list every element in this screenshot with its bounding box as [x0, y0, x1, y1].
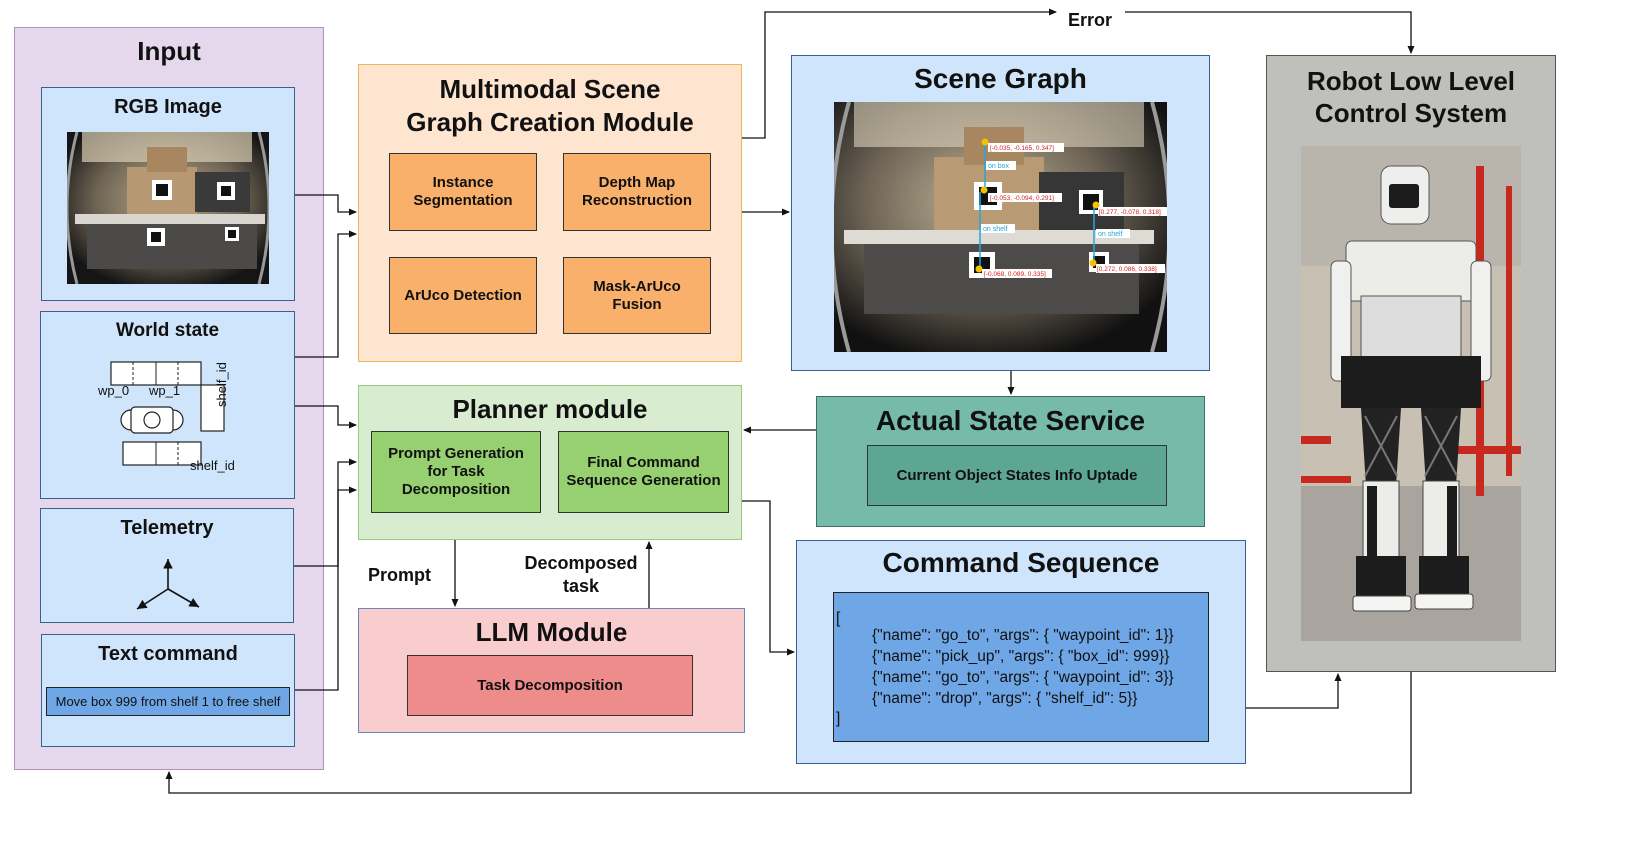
aruco-detection-block: ArUco Detection — [389, 257, 537, 334]
planner-title: Planner module — [452, 394, 648, 424]
text-command-title: Text command — [98, 643, 238, 665]
instance-segmentation-block: Instance Segmentation — [389, 153, 537, 231]
llm-title: LLM Module — [475, 617, 628, 647]
coord-label-2: [0.277, -0.078, 0.318] — [1099, 209, 1161, 216]
telemetry-title: Telemetry — [120, 517, 214, 539]
world-state-title: World state — [115, 320, 220, 341]
coord-label-1: [-0.053, -0.094, 0.291] — [990, 195, 1054, 202]
final-command-generation-block: Final Command Sequence Generation — [558, 431, 729, 513]
decomposed-task-edge-label: Decomposed task — [524, 553, 638, 596]
object-states-block: Current Object States Info Uptade — [867, 445, 1167, 506]
text-command-card: Text command Move box 999 from shelf 1 t… — [41, 634, 295, 747]
code-line: {"name": "drop", "args": { "shelf_id": 5… — [872, 690, 1138, 707]
input-title: Input — [137, 36, 201, 66]
relation-label-2: on shelf — [1098, 231, 1123, 238]
waypoint-0-label: wp_0 — [98, 383, 130, 398]
text-command-field[interactable]: Move box 999 from shelf 1 to free shelf — [46, 687, 290, 716]
relation-label-1: on shelf — [983, 226, 1008, 233]
code-line: ] — [836, 710, 841, 727]
shelf-id-horizontal-label: shelf_id — [190, 458, 235, 473]
depth-map-reconstruction-block: Depth Map Reconstruction — [563, 153, 711, 231]
coord-label-0: [-0.035, -0.165, 0.347] — [990, 145, 1054, 152]
scene-graph-creation-title: Multimodal Scene Graph Creation Module — [406, 74, 694, 137]
scene-graph-photo: [-0.035, -0.165, 0.347] [-0.053, -0.094,… — [834, 102, 1167, 352]
scene-graph-title: Scene Graph — [914, 63, 1087, 94]
command-sequence-code: [ {"name": "go_to", "args": { "waypoint_… — [833, 592, 1209, 742]
code-line: {"name": "go_to", "args": { "waypoint_id… — [872, 627, 1174, 644]
robot-photo — [1301, 146, 1521, 641]
world-state-card: World state wp_0 wp_1 shelf_id shelf_id — [40, 311, 295, 499]
waypoint-1-label: wp_1 — [149, 383, 181, 398]
relation-label-0: on box — [988, 163, 1010, 170]
rgb-image-card: RGB Image — [41, 87, 295, 301]
world-state-map — [110, 361, 225, 466]
robot-control-panel: Robot Low Level Control System — [1266, 55, 1556, 672]
coord-label-4: [0.272, 0.086, 0.338] — [1097, 266, 1157, 273]
task-decomposition-block: Task Decomposition — [407, 655, 693, 716]
prompt-edge-label: Prompt — [368, 565, 431, 585]
axes-icon — [136, 559, 200, 610]
code-line: [ — [836, 610, 841, 627]
rgb-image-title: RGB Image — [114, 96, 222, 118]
code-line: {"name": "pick_up", "args": { "box_id": … — [872, 648, 1170, 665]
coord-label-3: [-0.068, 0.089, 0.335] — [984, 271, 1046, 278]
prompt-generation-block: Prompt Generation for Task Decomposition — [371, 431, 541, 513]
rgb-image-photo — [67, 132, 269, 284]
actual-state-title: Actual State Service — [875, 405, 1146, 436]
mask-aruco-fusion-block: Mask-ArUco Fusion — [563, 257, 711, 334]
error-edge-label: Error — [1068, 10, 1113, 30]
command-sequence-title: Command Sequence — [882, 547, 1160, 578]
robot-control-title: Robot Low Level Control System — [1307, 66, 1515, 128]
scene-graph-panel: Scene Graph — [791, 55, 1210, 371]
telemetry-card: Telemetry — [40, 508, 294, 623]
code-line: {"name": "go_to", "args": { "waypoint_id… — [872, 669, 1174, 686]
